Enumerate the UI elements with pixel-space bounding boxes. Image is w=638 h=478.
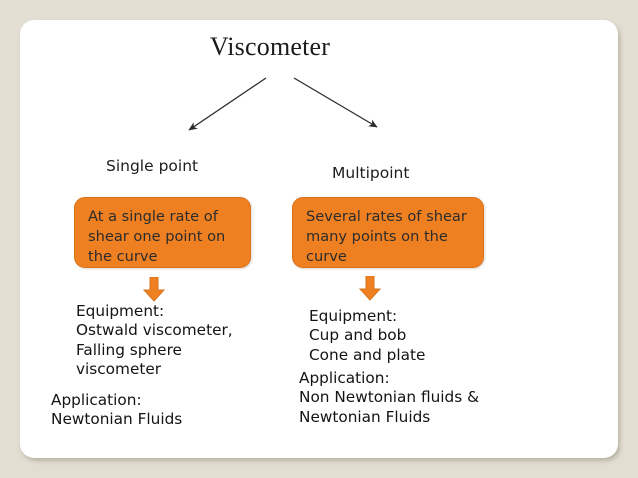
application-line: Application: [51,391,142,409]
arrow-down-icon-left [143,277,165,302]
description-box-multipoint: Several rates of shear many points on th… [292,197,484,268]
equipment-list-multipoint: Equipment: Cup and bob Cone and plate [309,307,425,365]
equipment-line: Cone and plate [309,345,426,364]
application-line: Newtonian Fluids [299,407,431,426]
description-line: Several rates of shear [306,208,467,225]
description-line: many points on the [306,228,448,245]
equipment-line: Equipment: [309,307,398,325]
application-note-multipoint: Application: Non Newtonian fluids & Newt… [299,369,479,427]
description-line: shear one point on [88,228,226,245]
application-note-single-point: Application: Newtonian Fluids [51,391,182,430]
equipment-line: Ostwald viscometer, [76,321,233,340]
branch-label-multipoint: Multipoint [332,164,410,182]
description-line: curve [306,248,347,265]
diagonal-arrow-down-right-icon [293,77,378,128]
equipment-line: Equipment: [76,302,165,320]
application-line: Non Newtonian fluids & [299,388,480,407]
page-title: Viscometer [209,32,331,61]
equipment-list-single-point: Equipment: Ostwald viscometer, Falling s… [76,302,233,379]
equipment-line: Cup and bob [309,326,407,345]
description-line: At a single rate of [88,208,218,225]
arrow-down-icon-right [359,276,381,301]
branch-label-single-point: Single point [106,157,199,175]
description-box-single-point: At a single rate of shear one point on t… [74,197,251,268]
application-line: Application: [299,369,390,387]
application-line: Newtonian Fluids [51,410,183,429]
diagonal-arrow-down-left-icon [188,77,267,131]
description-line: the curve [88,248,158,265]
equipment-line: Falling sphere [76,340,182,359]
equipment-line: viscometer [76,359,162,378]
